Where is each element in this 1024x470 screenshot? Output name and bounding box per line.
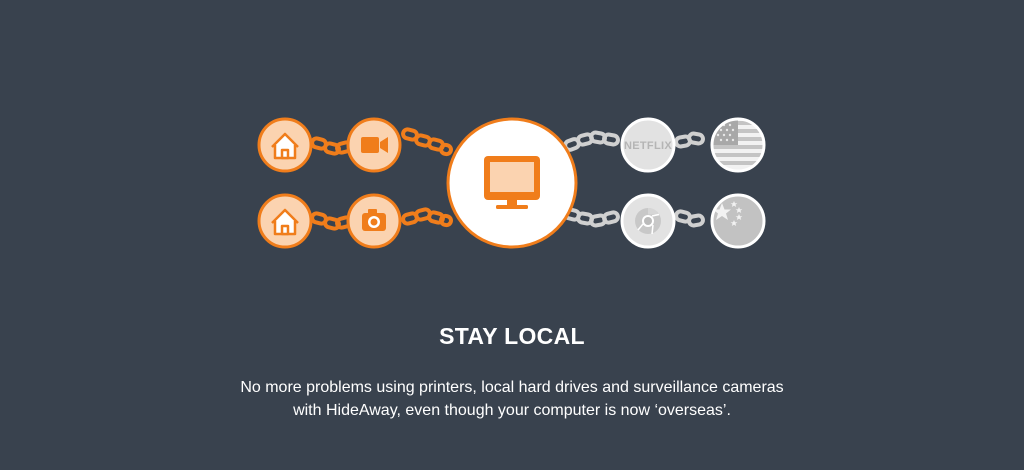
- china-flag-node: [710, 193, 766, 249]
- chain-left-bottom-1: [310, 211, 353, 231]
- chain-left-top-1: [310, 136, 353, 156]
- home-node-top: [257, 117, 313, 173]
- usa-flag-node: [710, 117, 766, 173]
- chain-right-top-1: [563, 130, 620, 152]
- chain-left-bottom-2: [401, 207, 453, 228]
- video-camera-icon: [361, 137, 388, 153]
- section-description: No more problems using printers, local h…: [0, 376, 1024, 422]
- chrome-node: [620, 193, 676, 249]
- netflix-node: NETFLIX: [620, 117, 676, 173]
- description-line-1: No more problems using printers, local h…: [240, 379, 784, 396]
- chain-right-bottom-2: [674, 209, 705, 228]
- connection-diagram: NETFLIX: [257, 117, 766, 249]
- computer-node: [446, 117, 578, 249]
- video-camera-node: [346, 117, 402, 173]
- chrome-icon: [635, 207, 661, 235]
- camera-icon: [362, 209, 386, 231]
- camera-node: [346, 193, 402, 249]
- section-heading: STAY LOCAL: [439, 323, 585, 349]
- chain-right-bottom-1: [563, 207, 620, 228]
- description-line-2: with HideAway, even though your computer…: [293, 402, 731, 419]
- computer-monitor-icon: [484, 156, 540, 209]
- chain-left-top-2: [401, 127, 453, 157]
- home-node-bottom: [257, 193, 313, 249]
- home-icon: [271, 208, 299, 236]
- netflix-icon: NETFLIX: [624, 140, 672, 152]
- home-icon: [271, 132, 299, 160]
- chain-right-top-2: [674, 131, 705, 149]
